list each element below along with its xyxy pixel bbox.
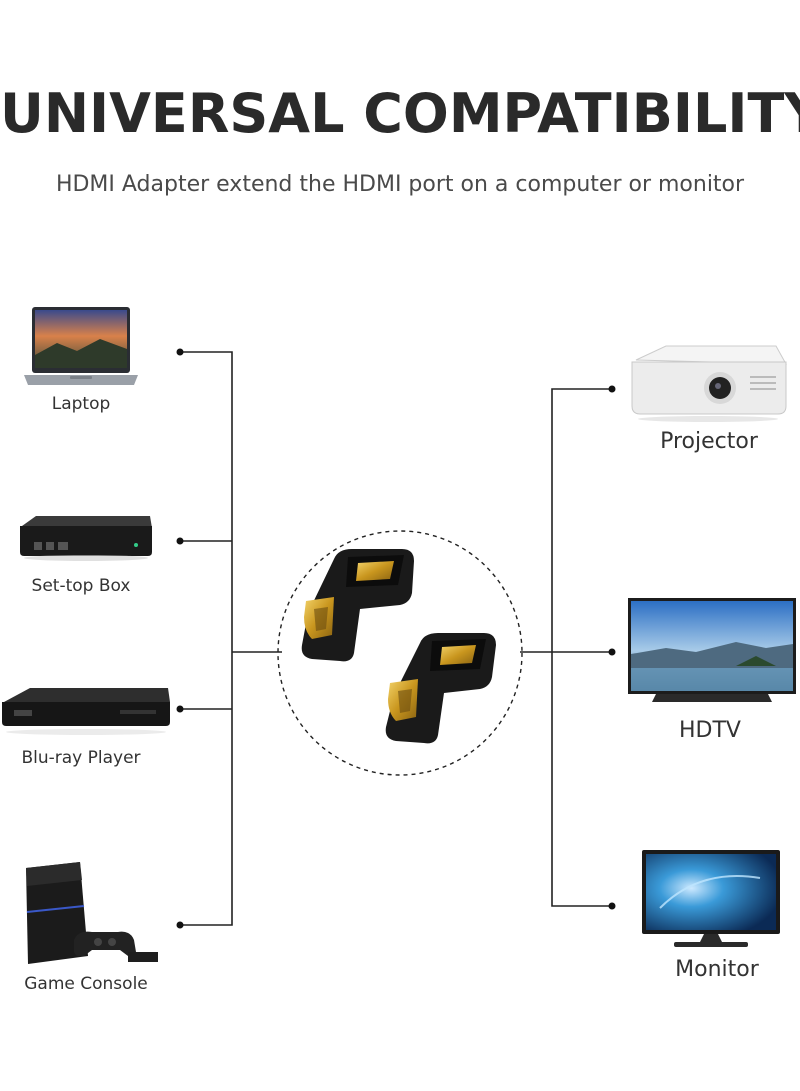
hdmi-adapter-bottom (385, 633, 496, 744)
page-subtitle: HDMI Adapter extend the HDMI port on a c… (55, 172, 745, 197)
display-label-hdtv: HDTV (679, 718, 741, 743)
projector-icon (631, 345, 787, 422)
hdmi-adapter-icon (301, 549, 496, 744)
hdmi-adapter-top (301, 549, 414, 662)
source-label-laptop: Laptop (51, 394, 111, 414)
page-title: UNIVERSAL COMPATIBILITY (0, 82, 800, 145)
game-console-icon (26, 862, 158, 964)
hdtv-icon (628, 598, 796, 702)
source-label-game-console: Game Console (24, 974, 148, 994)
monitor-icon (642, 850, 780, 947)
blu-ray-player-icon (2, 688, 170, 735)
display-label-projector: Projector (660, 429, 758, 454)
source-label-blu-ray-player: Blu-ray Player (21, 748, 141, 768)
source-label-set-top-box: Set-top Box (31, 576, 131, 596)
laptop-icon (24, 307, 138, 385)
display-label-monitor: Monitor (675, 957, 759, 982)
set-top-box-icon (20, 516, 152, 561)
